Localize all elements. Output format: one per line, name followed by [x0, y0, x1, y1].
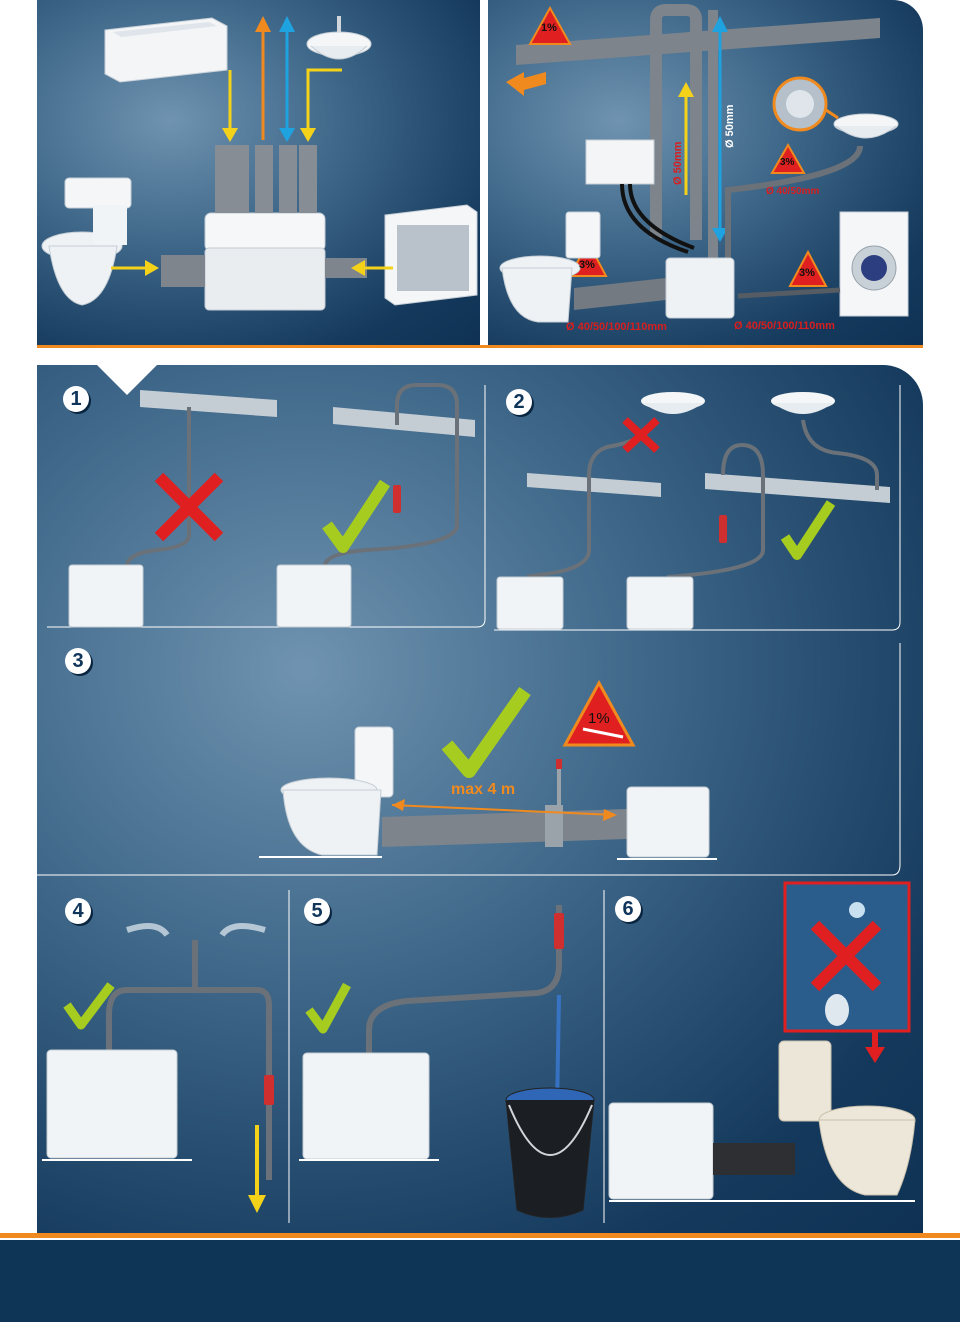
pump-unit — [302, 1052, 430, 1160]
pump-unit — [496, 576, 564, 630]
installation-diagram — [499, 4, 909, 323]
slope-label-sink: 3% — [780, 157, 795, 168]
pipe-diameter-label: Ø 40/50mm — [766, 186, 820, 197]
ceiling-beam — [140, 390, 277, 417]
instructions-panel: 1 2 3 4 5 6 max 4 m 1% — [37, 365, 923, 1235]
step-badge-5: 5 — [304, 898, 330, 924]
step-badge-6: 6 — [615, 896, 641, 922]
footer-bar — [0, 1240, 960, 1322]
step-badge-4: 4 — [65, 898, 91, 924]
pipe-diameter-label: Ø 40/50/100/110mm — [734, 320, 835, 332]
slope-label-machine: 3% — [799, 267, 815, 279]
max-distance-label: max 4 m — [451, 781, 516, 798]
wrong-cross-icon — [154, 472, 224, 542]
check-icon — [441, 686, 531, 778]
slope-label-step3: 1% — [588, 710, 610, 727]
sink-icon — [306, 16, 372, 60]
bathtub-icon — [104, 17, 228, 83]
overview-diagram — [41, 16, 478, 311]
bucket-icon — [505, 1087, 595, 1218]
dishwasher-icon — [384, 204, 478, 306]
footer-accent-line — [0, 1233, 960, 1238]
pump-unit — [626, 576, 694, 630]
ceiling-beam — [527, 473, 661, 497]
ceiling-beam — [705, 473, 890, 503]
toilet-icon — [41, 177, 132, 306]
slope-label-top: 1% — [541, 22, 557, 34]
pipe-diameter-label: Ø 40/50/100/110mm — [566, 321, 667, 333]
ceiling-beam — [333, 407, 475, 437]
notch-marker — [97, 365, 157, 395]
check-icon — [322, 479, 391, 553]
pipe-diameter-label: Ø 50mm — [672, 141, 684, 185]
slope-warning-icon — [562, 679, 636, 747]
pipe-diameter-label: Ø 50mm — [724, 104, 736, 148]
pump-unit — [276, 564, 352, 628]
check-icon — [63, 982, 115, 1030]
pump-unit — [46, 1049, 178, 1159]
overview-panel — [37, 0, 480, 345]
slope-label-toilet: 3% — [579, 259, 595, 271]
instructions-diagram — [37, 365, 916, 1223]
step-badge-1: 1 — [63, 386, 89, 412]
pump-unit — [608, 1102, 714, 1200]
wrong-cross-icon — [810, 920, 882, 992]
step-badge-3: 3 — [65, 648, 91, 674]
pump-unit — [161, 212, 367, 311]
step-badge-2: 2 — [506, 389, 532, 415]
section-divider — [37, 345, 923, 348]
wrong-cross-icon — [622, 417, 660, 453]
pump-unit — [626, 786, 710, 858]
check-icon — [780, 500, 836, 560]
check-icon — [305, 982, 351, 1034]
flow-arrows — [111, 16, 393, 276]
installation-panel: 1% Ø 50mm Ø 50mm 3% Ø 40/50mm 3% 3% Ø 40… — [488, 0, 923, 345]
pump-unit — [68, 564, 144, 628]
